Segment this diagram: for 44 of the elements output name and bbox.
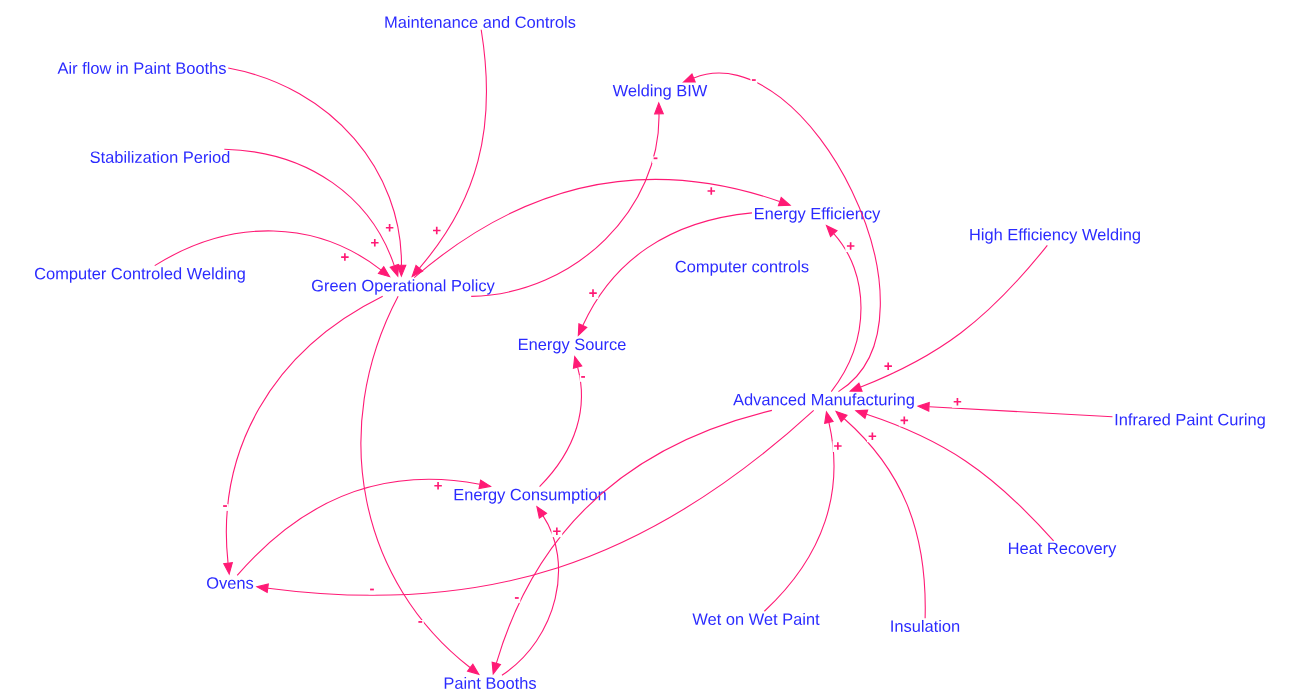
polarity-sign: - xyxy=(579,375,587,382)
polarity-sign: - xyxy=(221,504,229,511)
variable-name: High Efficiency Welding xyxy=(970,228,1140,244)
arrow xyxy=(825,224,862,393)
variable-name: Welding BIW xyxy=(612,84,708,100)
polarity-sign: + xyxy=(898,415,910,427)
arrow xyxy=(411,29,487,278)
variable-name: Paint Booths xyxy=(444,676,536,689)
variable-name: Air flow in Paint Booths xyxy=(57,61,226,75)
polarity-sign: + xyxy=(845,241,856,253)
arrow xyxy=(849,244,1048,392)
polarity-sign: - xyxy=(513,596,521,603)
polarity-sign: + xyxy=(339,252,351,264)
arrow xyxy=(682,72,881,393)
arrow xyxy=(236,478,492,577)
variable-name: Maintenance and Controls xyxy=(385,15,576,29)
polarity-sign: + xyxy=(705,186,717,198)
polarity-sign: + xyxy=(952,397,963,408)
polarity-sign: + xyxy=(369,237,381,249)
arrow xyxy=(154,230,391,278)
variable-name: Computer controls xyxy=(675,260,809,276)
polarity-sign: - xyxy=(750,78,758,85)
polarity-sign: + xyxy=(867,431,878,443)
polarity-sign: + xyxy=(431,225,443,237)
variable-name: Ovens xyxy=(207,577,254,589)
polarity-sign: + xyxy=(832,441,844,452)
arrow xyxy=(577,212,753,337)
variable-name: Advanced Manufacturing xyxy=(733,393,914,409)
variable-name: Infrared Paint Curing xyxy=(1115,413,1265,429)
variable-name: Heat Recovery xyxy=(1009,542,1117,558)
variable-name: Stabilization Period xyxy=(90,150,230,164)
variable-name: Energy Source xyxy=(519,338,626,354)
polarity-sign: + xyxy=(882,361,894,373)
polarity-sign: - xyxy=(652,156,659,164)
polarity-sign: - xyxy=(416,620,424,627)
polarity-sign: - xyxy=(368,587,376,595)
polarity-sign: + xyxy=(551,526,563,538)
polarity-sign: + xyxy=(587,288,599,300)
polarity-sign: + xyxy=(432,480,444,492)
variable-name: Wet on Wet Paint xyxy=(692,612,820,626)
variable-name: Insulation xyxy=(891,619,960,633)
variable-name: Green Operational Policy xyxy=(312,279,495,295)
polarity-sign: + xyxy=(384,222,395,234)
variable-name: Computer Controled Welding xyxy=(35,267,245,283)
